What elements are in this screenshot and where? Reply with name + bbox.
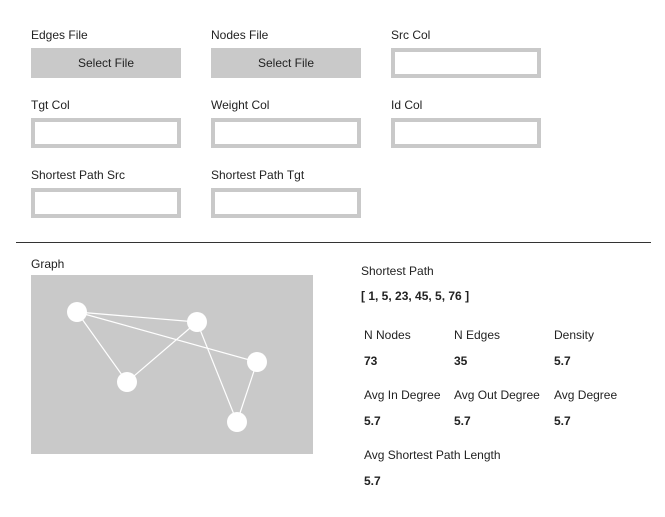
graph-edge-2 xyxy=(76,311,258,363)
graph-node-0[interactable] xyxy=(67,302,87,322)
density-value: 5.7 xyxy=(554,354,571,368)
nodes-file-label: Nodes File xyxy=(211,28,269,42)
graph-edge-1 xyxy=(76,311,128,383)
graph-canvas[interactable] xyxy=(31,275,313,454)
shortest-path-tgt-label: Shortest Path Tgt xyxy=(211,168,305,182)
select-edges-file-button[interactable]: Select File xyxy=(31,48,181,78)
graph-node-3[interactable] xyxy=(247,352,267,372)
graph-edge-5 xyxy=(236,361,258,423)
id-col-label: Id Col xyxy=(391,98,423,112)
section-divider xyxy=(16,242,651,243)
shortest-path-value: [ 1, 5, 23, 45, 5, 76 ] xyxy=(361,289,470,303)
graph-node-1[interactable] xyxy=(187,312,207,332)
tgt-col-input[interactable] xyxy=(31,118,181,148)
shortest-path-src-input[interactable] xyxy=(31,188,181,218)
src-col-input[interactable] xyxy=(391,48,541,78)
n-edges-value: 35 xyxy=(454,354,468,368)
tgt-col-label: Tgt Col xyxy=(31,98,70,112)
avg-shortest-path-length-label: Avg Shortest Path Length xyxy=(364,448,501,462)
n-nodes-label: N Nodes xyxy=(364,328,411,342)
shortest-path-tgt-input[interactable] xyxy=(211,188,361,218)
avg-out-degree-label: Avg Out Degree xyxy=(454,388,540,402)
avg-in-degree-value: 5.7 xyxy=(364,414,381,428)
graph-edges xyxy=(76,311,258,423)
select-nodes-file-button[interactable]: Select File xyxy=(211,48,361,78)
avg-in-degree-label: Avg In Degree xyxy=(364,388,441,402)
graph-label: Graph xyxy=(31,257,65,271)
weight-col-input[interactable] xyxy=(211,118,361,148)
shortest-path-label: Shortest Path xyxy=(361,264,434,278)
id-col-input[interactable] xyxy=(391,118,541,148)
graph-edge-4 xyxy=(196,321,238,423)
graph-nodes xyxy=(67,302,267,432)
shortest-path-src-label: Shortest Path Src xyxy=(31,168,126,182)
graph-node-4[interactable] xyxy=(227,412,247,432)
n-edges-label: N Edges xyxy=(454,328,501,342)
graph-node-2[interactable] xyxy=(117,372,137,392)
graph-svg xyxy=(67,302,267,432)
avg-degree-value: 5.7 xyxy=(554,414,571,428)
avg-out-degree-value: 5.7 xyxy=(454,414,471,428)
n-nodes-value: 73 xyxy=(364,354,378,368)
weight-col-label: Weight Col xyxy=(211,98,270,112)
graph-edge-3 xyxy=(126,321,198,383)
density-label: Density xyxy=(554,328,595,342)
src-col-label: Src Col xyxy=(391,28,431,42)
avg-degree-label: Avg Degree xyxy=(554,388,618,402)
avg-shortest-path-length-value: 5.7 xyxy=(364,474,381,488)
edges-file-label: Edges File xyxy=(31,28,88,42)
graph-edge-0 xyxy=(76,311,198,323)
